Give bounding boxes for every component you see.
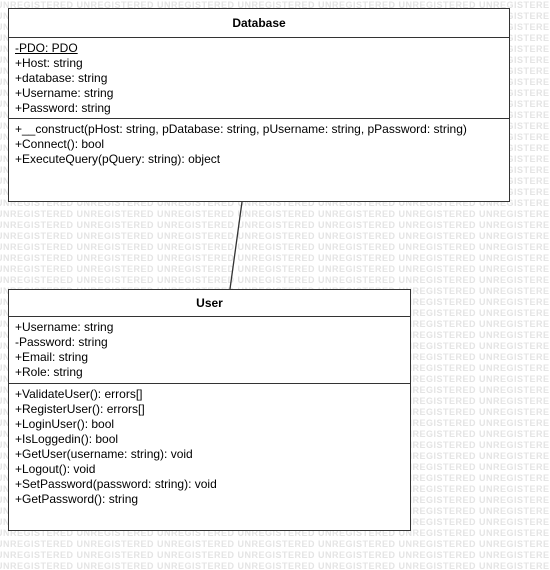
operation-row: +SetPassword(password: string): void <box>15 477 404 492</box>
attribute-row: +Username: string <box>15 86 503 101</box>
database-class[interactable]: Database -PDO: PDO+Host: string+database… <box>8 8 510 202</box>
watermark-row: UNREGISTERED UNREGISTERED UNREGISTERED U… <box>0 242 550 252</box>
watermark-row: UNREGISTERED UNREGISTERED UNREGISTERED U… <box>0 275 550 285</box>
operation-row: +Logout(): void <box>15 462 404 477</box>
watermark-row: UNREGISTERED UNREGISTERED UNREGISTERED U… <box>0 264 550 274</box>
watermark-row: UNREGISTERED UNREGISTERED UNREGISTERED U… <box>0 253 550 263</box>
operation-row: +GetUser(username: string): void <box>15 447 404 462</box>
attribute-row: +Role: string <box>15 365 404 380</box>
operation-row: +ExecuteQuery(pQuery: string): object <box>15 152 503 167</box>
watermark-row: UNREGISTERED UNREGISTERED UNREGISTERED U… <box>0 561 550 570</box>
database-user-association[interactable] <box>229 201 243 290</box>
operation-row: +__construct(pHost: string, pDatabase: s… <box>15 122 503 137</box>
attribute-row: +Email: string <box>15 350 404 365</box>
watermark-row: UNREGISTERED UNREGISTERED UNREGISTERED U… <box>0 0 550 10</box>
watermark-row: UNREGISTERED UNREGISTERED UNREGISTERED U… <box>0 539 550 549</box>
attribute-row: -PDO: PDO <box>15 41 503 56</box>
attribute-row: +database: string <box>15 71 503 86</box>
database-class-name: Database <box>9 9 509 38</box>
operation-row: +ValidateUser(): errors[] <box>15 387 404 402</box>
watermark-row: UNREGISTERED UNREGISTERED UNREGISTERED U… <box>0 198 550 208</box>
operation-row: +GetPassword(): string <box>15 492 404 507</box>
attribute-row: +Host: string <box>15 56 503 71</box>
watermark-row: UNREGISTERED UNREGISTERED UNREGISTERED U… <box>0 550 550 560</box>
operation-row: +RegisterUser(): errors[] <box>15 402 404 417</box>
operation-row: +LoginUser(): bool <box>15 417 404 432</box>
watermark-row: UNREGISTERED UNREGISTERED UNREGISTERED U… <box>0 528 550 538</box>
attribute-row: +Password: string <box>15 101 503 116</box>
user-attributes: +Username: string-Password: string+Email… <box>9 317 410 383</box>
user-operations: +ValidateUser(): errors[]+RegisterUser()… <box>9 383 410 510</box>
database-attributes: -PDO: PDO+Host: string+database: string+… <box>9 38 509 118</box>
user-class-name: User <box>9 290 410 317</box>
database-operations: +__construct(pHost: string, pDatabase: s… <box>9 118 509 170</box>
watermark-row: UNREGISTERED UNREGISTERED UNREGISTERED U… <box>0 209 550 219</box>
operation-row: +Connect(): bool <box>15 137 503 152</box>
attribute-row: +Username: string <box>15 320 404 335</box>
attribute-row: -Password: string <box>15 335 404 350</box>
watermark-row: UNREGISTERED UNREGISTERED UNREGISTERED U… <box>0 220 550 230</box>
operation-row: +IsLoggedin(): bool <box>15 432 404 447</box>
user-class[interactable]: User +Username: string-Password: string+… <box>8 289 411 531</box>
watermark-row: UNREGISTERED UNREGISTERED UNREGISTERED U… <box>0 231 550 241</box>
